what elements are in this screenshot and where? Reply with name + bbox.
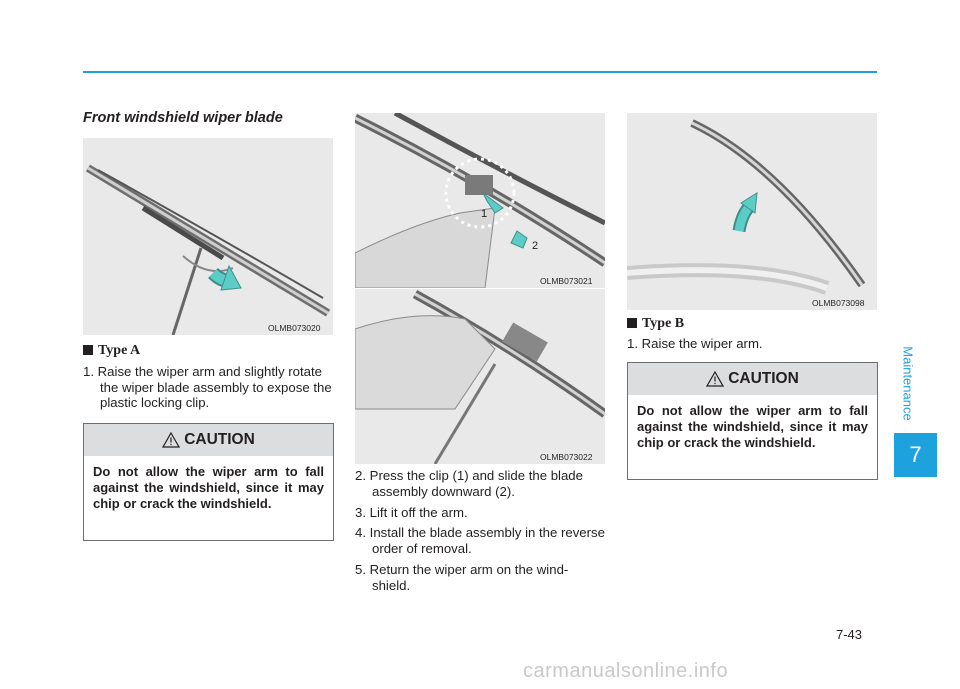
type-a-step-3: 3. Lift it off the arm. bbox=[355, 505, 468, 520]
raise-arrow-icon bbox=[732, 192, 758, 233]
figure-raise-arm bbox=[627, 113, 877, 310]
type-b-heading: Type B bbox=[627, 316, 684, 332]
figure-lift-blade bbox=[355, 289, 605, 464]
type-a-step-2: 2. Press the clip (1) and slide the blad… bbox=[355, 468, 583, 499]
caution-box-a: CAUTION Do not allow the wiper arm to fa… bbox=[83, 423, 334, 541]
type-b-step-1: 1. Raise the wiper arm. bbox=[627, 336, 763, 351]
figure-code: OLMB073098 bbox=[812, 298, 865, 308]
chapter-label: Maintenance bbox=[900, 346, 916, 421]
caution-header: CAUTION bbox=[628, 363, 877, 395]
caution-text: Do not allow the wiper arm to fall again… bbox=[93, 464, 324, 511]
page-number: 7-43 bbox=[836, 627, 863, 642]
figure-press-clip: 1 2 bbox=[355, 113, 605, 288]
type-a-step-5: 5. Return the wiper arm on the wind-shie… bbox=[355, 562, 569, 593]
warning-icon bbox=[706, 371, 725, 387]
section-title: Front windshield wiper blade bbox=[83, 110, 283, 126]
header-rule bbox=[83, 71, 877, 73]
figure-code: OLMB073021 bbox=[540, 276, 593, 286]
figure-wiper-rotate bbox=[83, 138, 333, 335]
caution-title: CAUTION bbox=[184, 431, 255, 448]
callout-2: 2 bbox=[532, 240, 539, 252]
figure-code: OLMB073020 bbox=[268, 323, 321, 333]
caution-box-b: CAUTION Do not allow the wiper arm to fa… bbox=[627, 362, 878, 480]
type-a-step-4: 4. Install the blade assembly in the rev… bbox=[355, 525, 605, 556]
figure-code: OLMB073022 bbox=[540, 452, 593, 462]
type-a-heading: Type A bbox=[83, 343, 140, 359]
callout-1: 1 bbox=[481, 208, 488, 220]
watermark: carmanualsonline.info bbox=[523, 660, 729, 682]
rotate-arrow-icon bbox=[208, 264, 242, 291]
type-a-step-1: 1. Raise the wiper arm and slightly rota… bbox=[83, 364, 332, 410]
chapter-tab: 7 bbox=[894, 433, 937, 477]
warning-icon bbox=[162, 432, 181, 448]
caution-title: CAUTION bbox=[728, 370, 799, 387]
caution-header: CAUTION bbox=[84, 424, 333, 456]
caution-text: Do not allow the wiper arm to fall again… bbox=[637, 403, 868, 450]
slide-arrow-icon bbox=[482, 192, 528, 249]
